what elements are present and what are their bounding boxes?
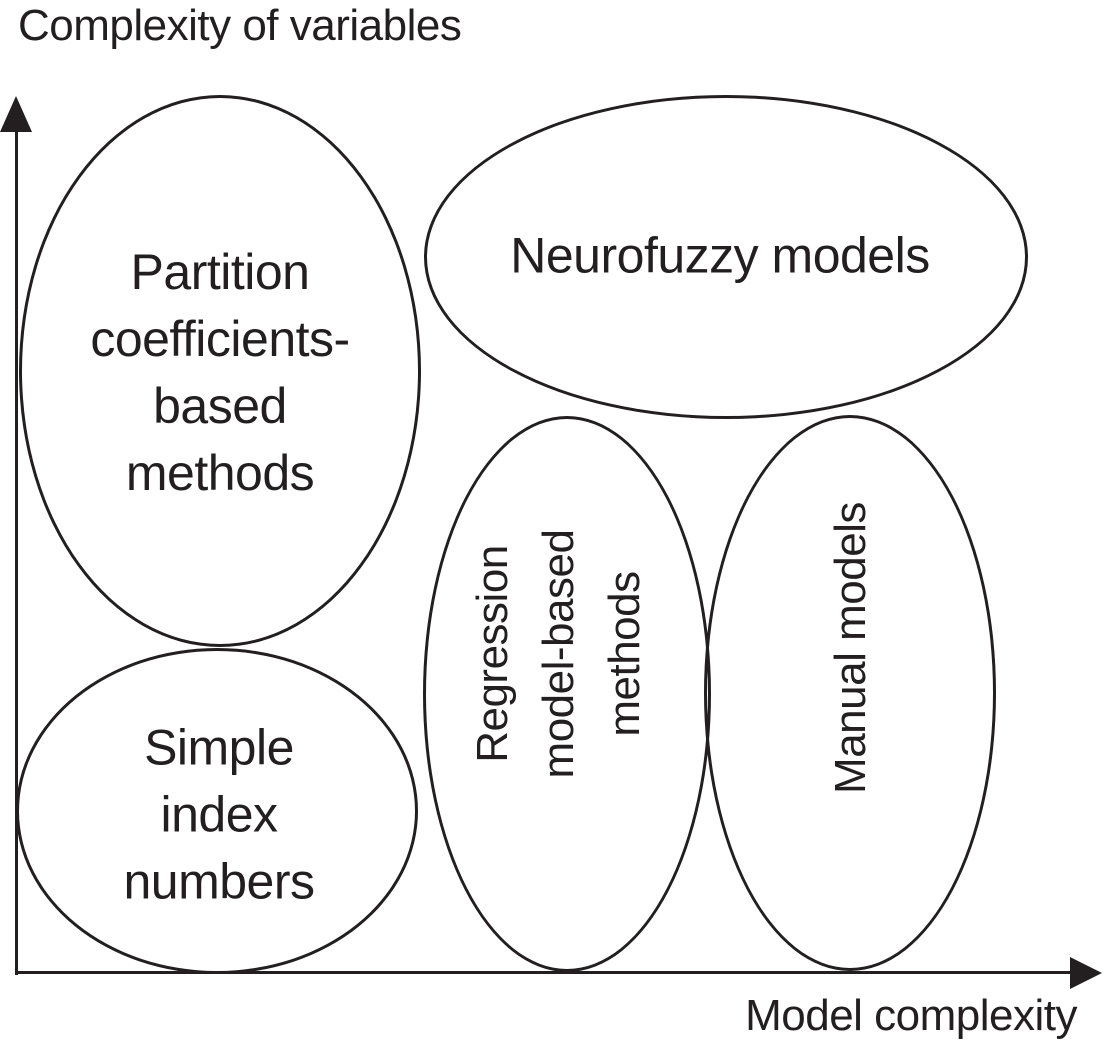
ellipse-label-line: coefficients- xyxy=(90,311,350,367)
ellipse-label-simple-index-numbers: Simple index numbers xyxy=(123,715,315,916)
ellipse-label-regression-model-based-methods: Regression model-based methods xyxy=(460,530,658,779)
ellipse-neurofuzzy-models xyxy=(424,95,1028,419)
ellipse-label-line: model-based xyxy=(534,529,583,779)
ellipse-label-neurofuzzy-models: Neurofuzzy models xyxy=(510,223,930,290)
ellipse-label-line: methods xyxy=(125,445,315,501)
x-axis-arrowhead-icon xyxy=(1070,957,1102,989)
y-axis-arrowhead-icon xyxy=(0,96,32,132)
ellipse-simple-index-numbers xyxy=(16,648,418,974)
ellipse-label-line: Simple xyxy=(144,719,294,776)
ellipse-label-line: Partition xyxy=(130,244,310,300)
ellipse-label-line: based xyxy=(153,378,287,434)
ellipse-label-line: numbers xyxy=(123,853,315,910)
x-axis-label: Model complexity xyxy=(745,991,1077,1040)
ellipse-partition-coefficients-based-methods xyxy=(19,95,421,647)
y-axis-label: Complexity of variables xyxy=(18,1,462,50)
ellipse-label-line: index xyxy=(160,786,278,843)
ellipse-manual-models xyxy=(704,415,996,971)
ellipse-label-line: Neurofuzzy models xyxy=(510,227,930,284)
ellipse-label-line: Regression xyxy=(468,545,517,763)
ellipse-label-partition-coefficients-based-methods: Partition coefficients-based methods xyxy=(90,239,350,507)
ellipse-label-line: methods xyxy=(600,571,649,737)
ellipse-label-manual-models: Manual models xyxy=(818,502,884,794)
x-axis-line xyxy=(16,971,1074,974)
y-axis-line xyxy=(15,122,18,975)
ellipse-label-line: Manual models xyxy=(826,502,875,794)
